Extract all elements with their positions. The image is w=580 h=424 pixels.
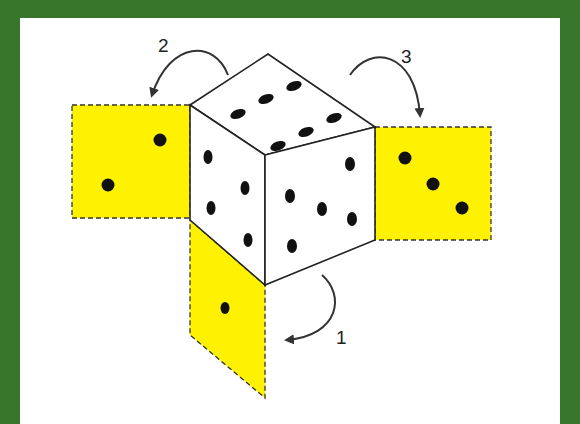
white-panel bbox=[20, 18, 560, 424]
pips bbox=[102, 79, 469, 314]
callout-number: 3 bbox=[401, 47, 412, 66]
cube-left bbox=[190, 105, 265, 285]
fold-arrow bbox=[287, 275, 335, 340]
face-three bbox=[375, 127, 491, 240]
fold-arrow bbox=[152, 51, 228, 95]
callout-number: 2 bbox=[158, 36, 169, 55]
cube-right bbox=[265, 127, 375, 285]
callout-number: 1 bbox=[336, 328, 347, 347]
face-two bbox=[72, 105, 190, 218]
